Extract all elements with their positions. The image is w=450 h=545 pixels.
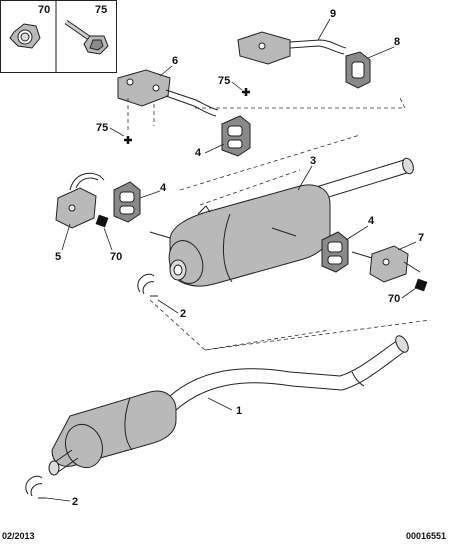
- nut-callout: 70: [38, 4, 50, 16]
- callout-7: 7: [418, 232, 424, 244]
- callout-75b: 75: [96, 122, 108, 134]
- clamp-2-lower: [25, 475, 46, 499]
- bracket-plate-5: [55, 172, 105, 229]
- middle-silencer-3: [149, 157, 414, 287]
- callout-1: 1: [236, 405, 242, 417]
- hanger-bracket-6: [117, 69, 219, 132]
- bolt-marker-75a: [242, 88, 250, 96]
- clamp-2-upper: [137, 273, 158, 297]
- callout-8: 8: [394, 36, 400, 48]
- callout-2b: 2: [72, 496, 78, 508]
- assembly-guides: [149, 97, 431, 351]
- callout-9: 9: [330, 8, 336, 20]
- parts-inset: 70 75: [0, 0, 117, 73]
- nut-icon: [9, 23, 41, 49]
- bolt-icon: [64, 19, 109, 55]
- rubber-mount-4-left: [113, 181, 141, 223]
- callout-4c: 4: [368, 215, 375, 227]
- callout-6: 6: [172, 55, 178, 67]
- bolt-marker-75b: [124, 136, 132, 144]
- rear-silencer-1: [48, 335, 409, 476]
- bolt-callout: 75: [95, 4, 107, 16]
- nut-marker-70a: [95, 214, 109, 228]
- footer-reference: 00016551: [405, 531, 446, 541]
- footer-date: 02/2013: [2, 531, 35, 541]
- callout-4a: 4: [195, 147, 202, 159]
- nut-marker-70b: [414, 278, 428, 292]
- callout-3: 3: [310, 155, 316, 167]
- callout-70b: 70: [388, 293, 400, 305]
- callout-70a: 70: [110, 251, 122, 263]
- callout-2a: 2: [180, 308, 186, 320]
- rubber-mount-4-upper: [221, 115, 251, 157]
- callout-4b: 4: [160, 182, 167, 194]
- callout-75a: 75: [218, 75, 230, 87]
- rubber-mount-4-right: [321, 231, 349, 273]
- rubber-mount-8: [345, 51, 371, 89]
- callout-5: 5: [55, 251, 61, 263]
- hanger-bracket-7: [351, 245, 421, 283]
- hanger-bracket-9: [237, 31, 347, 65]
